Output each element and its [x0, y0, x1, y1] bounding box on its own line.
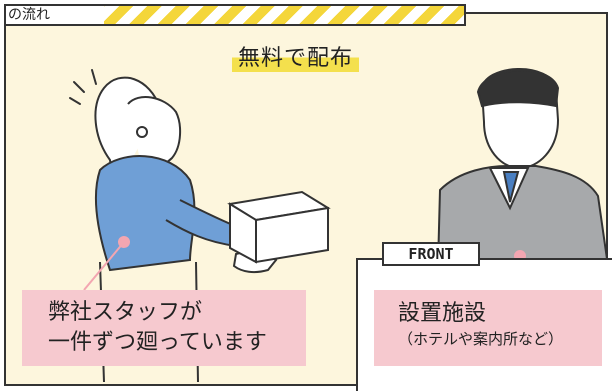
staff-label-line2: 一件ずつ廻っています [48, 330, 267, 355]
front-sign: FRONT [382, 242, 480, 266]
staff-label: 弊社スタッフが 一件ずつ廻っています [22, 290, 306, 366]
front-desk-man [436, 68, 610, 267]
striped-header-tab [4, 4, 466, 26]
facility-label-sub: （ホテルや案内所など） [398, 330, 564, 348]
package-box [227, 190, 331, 264]
facility-label: 設置施設 （ホテルや案内所など） [374, 290, 602, 366]
facility-label-main: 設置施設 [398, 301, 487, 326]
headline: 無料で配布 [232, 40, 360, 72]
header-tab-text: の流れ [6, 6, 104, 24]
staff-label-line1: 弊社スタッフが [48, 300, 203, 325]
